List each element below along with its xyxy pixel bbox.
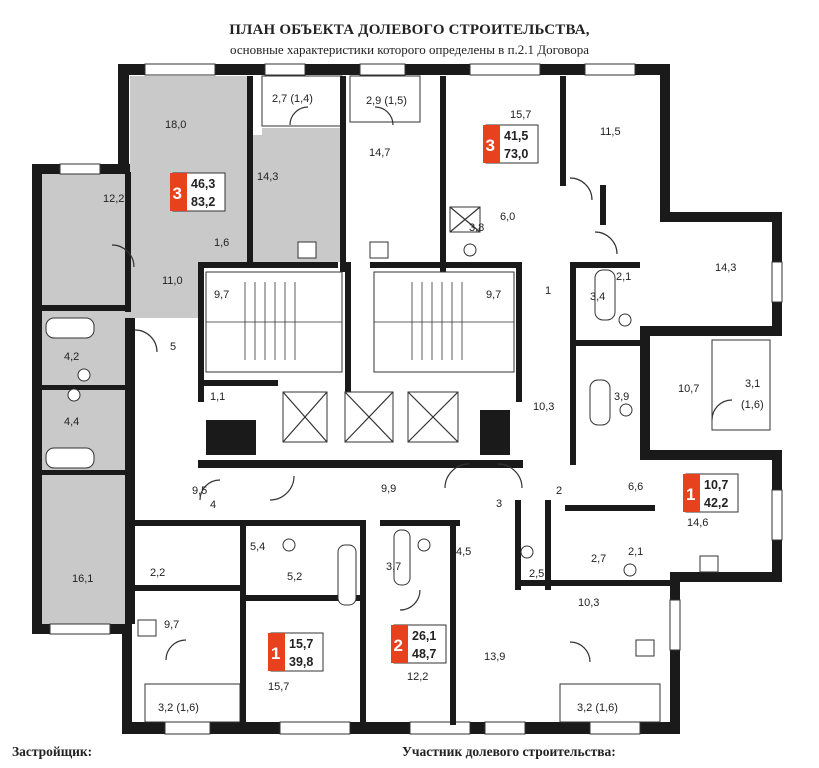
room-label: 2 [556, 485, 562, 497]
room-label: 10,3 [578, 597, 599, 609]
apartment-total-area: 39,8 [289, 655, 313, 669]
room-label: 3,2 (1,6) [577, 702, 618, 714]
room-label: 2,9 (1,5) [366, 95, 407, 107]
apartment-badge: 1 15,7 39,8 [268, 632, 324, 672]
apartment-total-area: 83,2 [191, 195, 215, 209]
room-label: 10,7 [678, 383, 699, 395]
room-label: 6,6 [628, 481, 643, 493]
balconies [144, 75, 771, 723]
room-label: 1,1 [210, 391, 225, 403]
room-label: 9,7 [164, 619, 179, 631]
room-label: 9,7 [486, 289, 501, 301]
room-label: 4 [210, 499, 216, 511]
room-label: (1,6) [741, 399, 764, 411]
room-label: 3,8 [469, 222, 484, 234]
room-label: 4,2 [64, 351, 79, 363]
room-label: 9,7 [214, 289, 229, 301]
room-label: 11,5 [600, 126, 621, 138]
room-label: 14,7 [369, 147, 390, 159]
apartment-badge: 2 26,1 48,7 [391, 624, 447, 664]
room-label: 3,1 [745, 378, 760, 390]
room-label: 14,3 [715, 262, 736, 274]
apartment-rooms: 1 [271, 644, 280, 663]
room-label: 4,4 [64, 416, 79, 428]
apartment-living-area: 10,7 [704, 478, 728, 492]
room-label: 5 [170, 341, 176, 353]
staircase [205, 271, 515, 373]
room-label: 14,6 [687, 517, 708, 529]
room-label: 2,1 [628, 546, 643, 558]
room-label: 3,9 [614, 391, 629, 403]
room-label: 16,1 [72, 573, 93, 585]
participant-label: Участник долевого строительства: [402, 744, 616, 759]
room-label: 2,7 [591, 553, 606, 565]
apartment-living-area: 26,1 [412, 629, 436, 643]
room-label: 3 [496, 498, 502, 510]
apartment-rooms: 3 [486, 136, 495, 155]
room-label: 18,0 [165, 119, 186, 131]
apartment-badge: 3 46,3 83,2 [170, 172, 226, 212]
room-label: 2,5 [529, 568, 544, 580]
page-subtitle: основные характеристики которого определ… [230, 42, 589, 57]
page-title: ПЛАН ОБЪЕКТА ДОЛЕВОГО СТРОИТЕЛЬСТВА, [229, 22, 590, 38]
room-label: 12,2 [103, 193, 124, 205]
apartment-living-area: 46,3 [191, 177, 215, 191]
room-label: 2,7 (1,4) [272, 93, 313, 105]
room-label: 13,9 [484, 651, 505, 663]
apartment-badge: 1 10,7 42,2 [683, 473, 739, 513]
room-label: 11,0 [162, 275, 183, 287]
room-label: 1 [545, 285, 551, 297]
room-label: 5,4 [250, 541, 265, 553]
room-label: 15,7 [268, 681, 289, 693]
room-label: 14,3 [257, 171, 278, 183]
developer-label: Застройщик: [12, 744, 93, 759]
apartment-living-area: 41,5 [504, 129, 528, 143]
apartment-living-area: 15,7 [289, 637, 313, 651]
room-label: 2,1 [616, 271, 631, 283]
apartment-total-area: 73,0 [504, 147, 528, 161]
apartment-rooms: 3 [173, 184, 182, 203]
room-label: 3,7 [386, 561, 401, 573]
room-label: 5,2 [287, 571, 302, 583]
apartment-rooms: 2 [394, 636, 403, 655]
room-label: 4,5 [456, 546, 471, 558]
room-label: 12,2 [407, 671, 428, 683]
room-label: 9,9 [381, 483, 396, 495]
apartment-badge: 3 41,5 73,0 [483, 124, 539, 164]
room-label: 9,5 [192, 485, 207, 497]
elevators [206, 391, 510, 455]
room-label: 3,4 [590, 291, 605, 303]
room-label: 6,0 [500, 211, 515, 223]
highlighted-apartment [40, 76, 345, 632]
doors [111, 106, 733, 663]
room-label: 10,3 [533, 401, 554, 413]
bathroom-fixtures [45, 206, 637, 606]
apartment-total-area: 48,7 [412, 647, 436, 661]
room-label: 1,6 [214, 237, 229, 249]
kitchen-stoves [137, 241, 719, 657]
room-label: 2,2 [150, 567, 165, 579]
room-labels: 18,0 2,7 (1,4) 2,9 (1,5) 15,7 11,5 14,3 … [64, 93, 764, 714]
room-label: 15,7 [510, 109, 531, 121]
apartment-rooms: 1 [686, 485, 695, 504]
windows [49, 63, 783, 735]
room-label: 3,2 (1,6) [158, 702, 199, 714]
interior-walls [40, 76, 675, 725]
apartment-total-area: 42,2 [704, 496, 728, 510]
